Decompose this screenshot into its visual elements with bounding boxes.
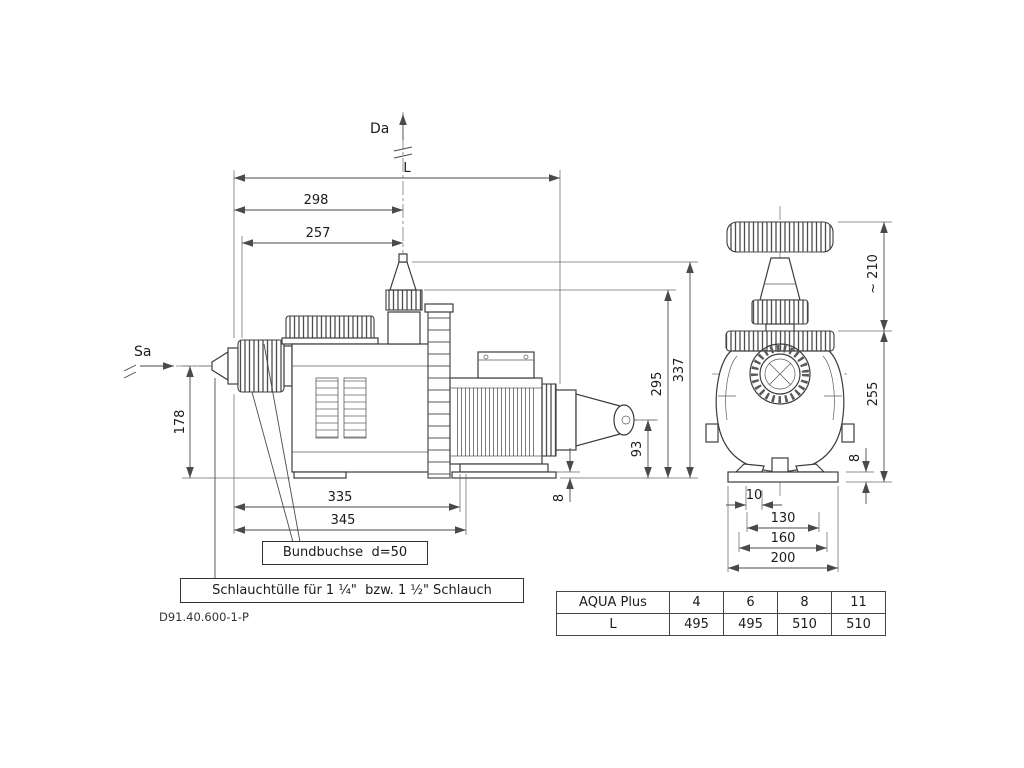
- discharge-nut: [385, 289, 423, 311]
- table-cell-L-8: 510: [777, 613, 832, 636]
- dim-345: 345: [234, 474, 467, 535]
- dim-label-210: ~ 210: [866, 254, 881, 294]
- dim-298: 298: [234, 193, 403, 214]
- dim-210: ~ 210: [838, 221, 892, 332]
- drawing-number: D91.40.600-1-P: [159, 610, 249, 624]
- dim-label-200: 200: [771, 551, 796, 566]
- flange-column: [427, 309, 451, 479]
- dim-label-160: 160: [771, 531, 796, 546]
- dim-label-295: 295: [650, 372, 665, 397]
- discharge-label: Da: [370, 121, 389, 137]
- dim-label-8-side: 8: [552, 494, 567, 502]
- dim-337: 337: [412, 261, 698, 478]
- table-cell-model: AQUA Plus: [556, 591, 670, 614]
- size-table: AQUA Plus 4 6 8 11 L 495 495 510 510: [556, 591, 886, 636]
- dim-255: 255: [846, 331, 892, 483]
- base-plate: [727, 471, 839, 483]
- suction-arrow: Sa: [123, 344, 174, 379]
- table-cell-size-4: 4: [669, 591, 724, 614]
- dim-label-10: 10: [746, 488, 763, 503]
- dim-L: L: [233, 161, 561, 534]
- dim-label-337: 337: [672, 358, 687, 383]
- side-view-pump-outline: [211, 253, 635, 479]
- strainer-lid: [285, 315, 375, 341]
- dim-93: 93: [630, 419, 656, 478]
- table-cell-size-11: 11: [831, 591, 886, 614]
- size-table-length-row: L 495 495 510 510: [556, 613, 886, 636]
- dim-10: 10: [726, 486, 782, 510]
- dim-257: 257: [241, 226, 403, 338]
- dim-label-178: 178: [173, 410, 188, 435]
- dim-8-side: 8: [552, 448, 580, 502]
- dim-160: 160: [738, 531, 828, 552]
- lid-cap: [726, 221, 834, 253]
- table-cell-L: L: [556, 613, 670, 636]
- dim-label-298: 298: [304, 193, 329, 208]
- table-cell-L-11: 510: [831, 613, 886, 636]
- union-nut: [237, 339, 285, 393]
- terminal-box: [477, 351, 535, 379]
- discharge-arrow: Da: [370, 114, 413, 159]
- dim-label-257: 257: [306, 226, 331, 241]
- table-cell-size-8: 8: [777, 591, 832, 614]
- table-cell-L-6: 495: [723, 613, 778, 636]
- dim-label-335: 335: [328, 490, 353, 505]
- pump-body-front: [715, 350, 845, 473]
- dim-200: 200: [727, 486, 839, 572]
- dim-label-L: L: [403, 161, 411, 176]
- hose-adapter: [211, 350, 229, 382]
- dim-label-130: 130: [771, 511, 796, 526]
- callout-bundbuchse: Bundbuchse d=50: [262, 541, 428, 565]
- suction-port: [749, 343, 811, 405]
- dim-label-8-front: 8: [848, 454, 863, 462]
- side-view: Sa Da L 298 257: [123, 112, 698, 578]
- dim-295: 295: [424, 289, 676, 478]
- dim-label-345: 345: [331, 513, 356, 528]
- table-cell-size-6: 6: [723, 591, 778, 614]
- dim-130: 130: [746, 511, 820, 532]
- table-cell-L-4: 495: [669, 613, 724, 636]
- suction-label: Sa: [134, 344, 151, 360]
- dim-335: 335: [234, 474, 461, 512]
- size-table-header-row: AQUA Plus 4 6 8 11: [556, 591, 886, 614]
- dim-label-93: 93: [630, 441, 645, 458]
- dim-label-255: 255: [866, 382, 881, 407]
- callout-schlauchtuelle: Schlauchtülle für 1 ¼" bzw. 1 ½" Schlauc…: [180, 578, 524, 603]
- dim-8-front: 8: [846, 448, 874, 504]
- dim-178: 178: [173, 365, 290, 479]
- front-view: ~ 210 255 8 10 130: [705, 206, 892, 572]
- front-view-pump-outline: [705, 221, 855, 483]
- callout-leaders: [214, 343, 301, 578]
